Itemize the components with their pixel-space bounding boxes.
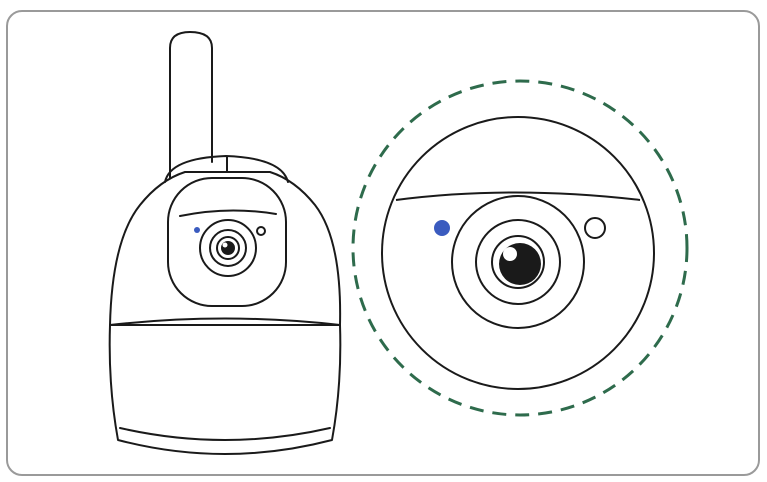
head-top-cap: [164, 155, 289, 183]
status-led-icon: [194, 227, 200, 233]
highlight-ring: [351, 79, 689, 417]
lens-visor: [179, 209, 277, 217]
base-foot-line: [119, 427, 331, 441]
magnified-lens-inner-ring: [491, 235, 545, 289]
magnified-lens-outer-ring: [451, 195, 585, 329]
antenna: [169, 31, 213, 191]
lens-outer-ring: [199, 219, 257, 277]
magnified-light-sensor-icon: [584, 217, 606, 239]
magnified-status-led-icon: [434, 220, 450, 236]
lens-pupil: [221, 241, 235, 255]
lens-inner-ring: [216, 236, 240, 260]
magnified-visor: [395, 191, 641, 201]
magnified-lens-middle-ring: [475, 219, 561, 305]
camera-base: [108, 324, 342, 455]
light-sensor-icon: [256, 226, 266, 236]
lens-middle-ring: [209, 229, 247, 267]
